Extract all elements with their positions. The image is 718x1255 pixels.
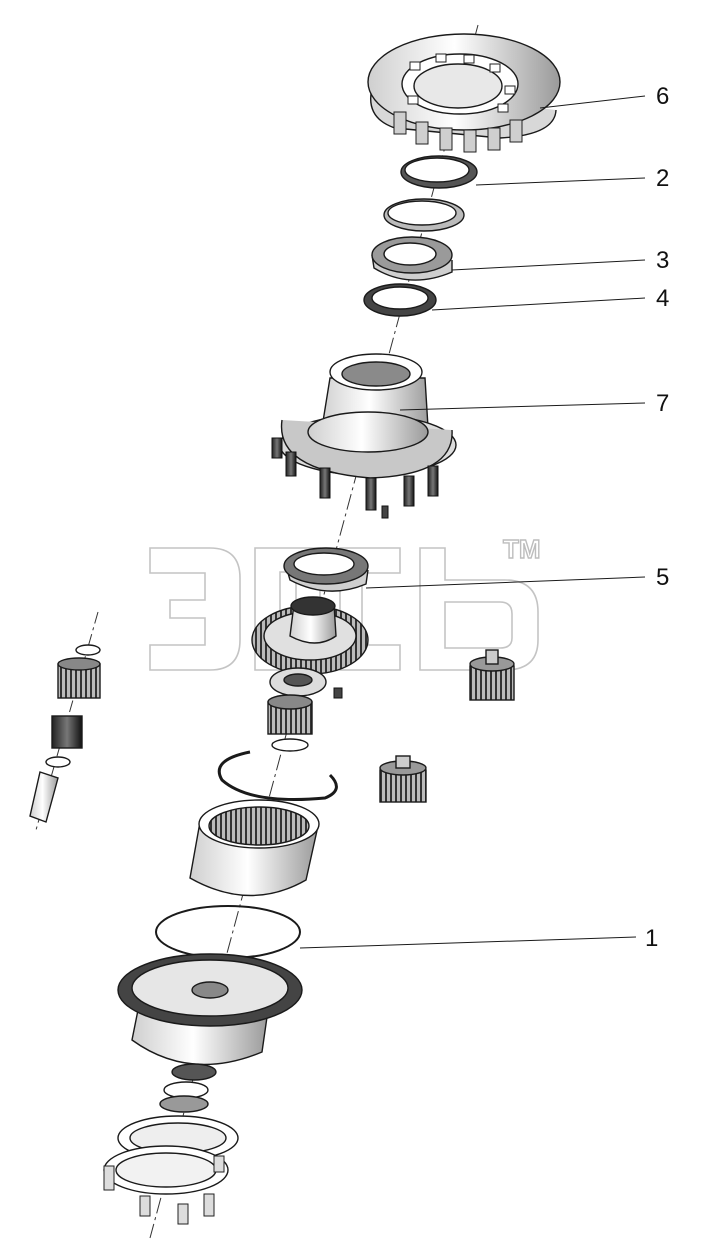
cover-plate [103, 1145, 229, 1195]
pin-assembly-left [29, 644, 101, 823]
seal-ring-part-2 [400, 155, 478, 189]
shim-stack [159, 1063, 217, 1113]
gear-carrier [251, 596, 369, 675]
watermark-tm: TM [503, 534, 541, 564]
callout-6: 6 [656, 83, 669, 110]
callout-2: 2 [656, 165, 669, 192]
carrier-plate [269, 667, 343, 699]
planet-gear-right-upper [469, 649, 515, 701]
thin-ring [383, 198, 465, 232]
leader-lines [299, 95, 646, 949]
ring-gear [189, 799, 320, 897]
wheel-hub-part-7 [271, 353, 457, 519]
bolts [103, 1155, 225, 1225]
snap-ring [217, 750, 338, 801]
end-cover-housing [117, 953, 303, 1066]
callout-1: 1 [645, 925, 658, 952]
callout-4: 4 [656, 285, 669, 312]
seal-part-4 [363, 283, 437, 317]
bearing-part-3 [371, 236, 453, 281]
bearing-part-5 [283, 547, 369, 592]
callout-7: 7 [656, 390, 669, 417]
callout-3: 3 [656, 247, 669, 274]
callout-5: 5 [656, 564, 669, 591]
planet-gear-center [267, 694, 313, 752]
planet-gear-right-lower [379, 755, 427, 803]
brake-disc-part-6 [367, 33, 561, 153]
